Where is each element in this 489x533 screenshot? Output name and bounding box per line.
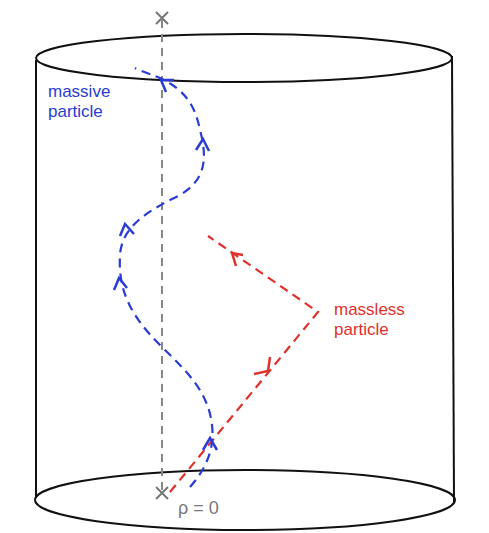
top-rim bbox=[36, 34, 452, 82]
arrowhead bbox=[161, 80, 174, 92]
arrowhead bbox=[232, 253, 243, 266]
particle-label: massive particle bbox=[48, 82, 128, 122]
arrowhead bbox=[120, 224, 134, 236]
axis-line bbox=[161, 20, 163, 490]
axis-label: ρ = 0 bbox=[178, 498, 248, 519]
axis-mark bbox=[156, 487, 168, 499]
cylinder-side bbox=[452, 56, 454, 502]
particle-label: massless particle bbox=[334, 300, 424, 340]
massive-path bbox=[120, 68, 213, 487]
axis-mark bbox=[156, 12, 168, 24]
massless-path bbox=[170, 236, 318, 492]
arrowhead bbox=[254, 357, 270, 374]
bottom-rim bbox=[35, 470, 455, 530]
arrowhead bbox=[114, 278, 127, 290]
arrowhead bbox=[203, 438, 217, 450]
cylinder-side bbox=[35, 60, 37, 498]
arrowhead bbox=[196, 139, 209, 151]
